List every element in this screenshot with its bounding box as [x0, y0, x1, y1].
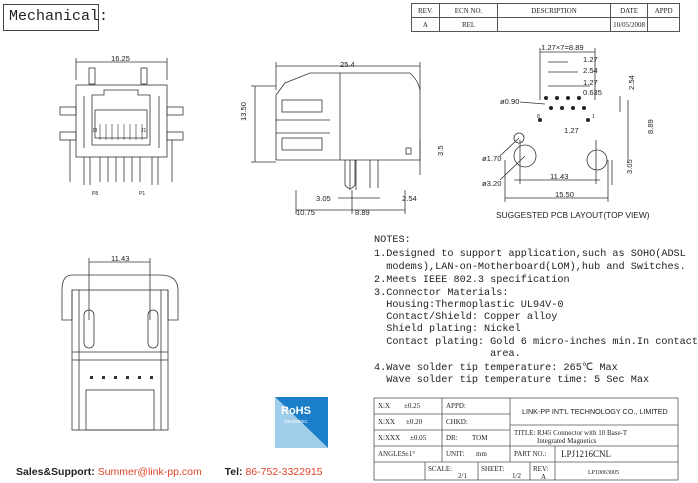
front-led-left-label: J8: [92, 128, 98, 134]
tol3-label: X:XXX: [378, 434, 401, 442]
pcb-pitch-total-label: 1.27×7=8.89: [541, 43, 584, 52]
angles-value: ±1°: [405, 450, 416, 458]
note-line-8: Contact plating: Gold 6 micro-inches min…: [374, 337, 698, 348]
front-view-drawing: [59, 58, 184, 185]
note-line-10: 4.Wave solder tip temperature: 265℃ Max: [374, 363, 618, 374]
rohs-logo-subtext: 2002/95/EC: [284, 419, 308, 424]
side-length-label: 25.4: [340, 60, 355, 69]
pcb-pin1-label: 1: [592, 114, 595, 120]
tel-label: Tel:: [224, 466, 243, 478]
rohs-logo-text: RoHS: [281, 405, 311, 417]
front-led-right-label: J1: [141, 128, 147, 134]
sheet-label: SHEET:: [481, 465, 505, 473]
front-pin-right-label: P1: [139, 191, 146, 197]
tol2-value: ±0.20: [406, 418, 423, 426]
pcb-hole-170-label: ø1.70: [482, 154, 502, 163]
bottom-width-label: 11.43: [111, 254, 130, 263]
notes-heading: NOTES:: [374, 235, 411, 246]
appd-header: APPD: [647, 3, 680, 18]
side-d1-label: 3.05: [316, 194, 331, 203]
side-d2-label: 2.54: [402, 194, 417, 203]
pcb-caption: SUGGESTED PCB LAYOUT(TOP VIEW): [496, 210, 650, 220]
ecn-cell: REL: [438, 17, 499, 32]
pcb-hole-090-label: ø0.90: [500, 97, 520, 106]
scale-value: 2/1: [458, 472, 467, 480]
note-line-5: Housing:Thermoplastic UL94V-0: [374, 300, 564, 311]
pcb-hole-320-label: ø3.20: [482, 179, 502, 188]
company-name: LINK-PP INT'L TECHNOLOGY CO., LIMITED: [522, 407, 668, 416]
pcb-d1143-label: 11.43: [550, 172, 569, 181]
sales-support-line: Sales&Support: Summer@link-pp.com Tel: 8…: [16, 466, 323, 478]
tol3-value: ±0.05: [410, 434, 427, 442]
doc-number: LP10063005: [588, 470, 620, 476]
tol1-value: ±0.25: [404, 402, 421, 410]
appd-label: APPD:: [446, 402, 466, 410]
scale-label: SCALE:: [428, 465, 453, 473]
side-standoff-label: 3.5: [436, 145, 445, 156]
pcb-d1550-label: 15.50: [555, 190, 575, 199]
pcb-d127c-label: 1.27: [564, 126, 579, 135]
date-cell: 10/05/2008: [609, 17, 649, 32]
sales-email-link[interactable]: Summer@link-pp.com: [97, 466, 202, 478]
chkd-label: CHKD:: [446, 418, 468, 426]
note-line-1: 1.Designed to support application,such a…: [374, 249, 686, 260]
rev-value: A: [541, 473, 547, 481]
pcb-d305v-label: 3.05: [625, 159, 634, 174]
side-height-label: 13.50: [239, 101, 248, 121]
note-line-9: area.: [374, 349, 521, 360]
pcb-d254-label: 2.54: [583, 66, 598, 75]
note-line-6: Contact/Shield: Copper alloy: [374, 312, 558, 323]
sales-label: Sales&Support:: [16, 466, 95, 478]
bottom-view-pins: [90, 376, 153, 379]
dr-label: DR:: [446, 434, 458, 442]
appd-cell: [647, 17, 680, 32]
unit-value: mm: [476, 450, 487, 458]
part-value: LPJ1216CNL: [561, 449, 612, 459]
sheet-value: 1/2: [512, 472, 521, 480]
part-label: PART NO.:: [514, 450, 547, 458]
tol2-label: X:XX: [378, 418, 396, 426]
note-line-11: Wave solder tip temperature time: 5 Sec …: [374, 375, 650, 386]
note-line-4: 3.Connector Materials:: [374, 288, 509, 299]
side-d3-label: 10.75: [296, 208, 316, 217]
pcb-d127a-label: 1.27: [583, 55, 598, 64]
bottom-view-drawing: [61, 258, 179, 431]
title-line-2: Integrated Magnetics: [537, 437, 597, 445]
side-view-drawing: [251, 62, 421, 214]
page-title: Mechanical:: [9, 8, 109, 25]
pcb-layout-drawing: [499, 48, 629, 202]
rohs-logo: [275, 397, 328, 448]
drawing-canvas: [59, 48, 679, 481]
pcb-d127b-label: 1.27: [583, 78, 598, 87]
revision-table: REV. ECN NO. DESCRIPTION DATE APPD A REL…: [411, 3, 680, 32]
front-pin-left-label: P8: [92, 191, 99, 197]
title-block-grid: [373, 397, 679, 481]
side-d4-label: 8.89: [355, 208, 370, 217]
revision-row: A REL 10/05/2008: [411, 17, 680, 32]
tel-value: 86-752-3322915: [245, 466, 323, 478]
tol1-label: X:X: [378, 402, 391, 410]
unit-label: UNIT:: [446, 450, 465, 458]
title-label: TITLE:: [514, 429, 536, 437]
note-line-2: modems),LAN-on-Motherboard(LOM),hub and …: [374, 262, 686, 273]
note-line-3: 2.Meets IEEE 802.3 specification: [374, 275, 570, 286]
title-line-1: RJ45 Connector with 10 Base-T: [537, 429, 628, 437]
angles-label: ANGLES: [378, 450, 406, 458]
front-width-label: 16.25: [111, 54, 131, 63]
note-line-7: Shield plating: Nickel: [374, 324, 521, 335]
rev-label: REV:: [533, 465, 549, 473]
pcb-holes: [538, 96, 590, 122]
dr-value: TOM: [472, 434, 488, 442]
pcb-d889v-label: 8.89: [646, 119, 655, 134]
pcb-pin8-label: 8: [537, 114, 540, 120]
title-box: [3, 4, 99, 31]
pcb-d254v-label: 2.54: [627, 75, 636, 90]
pcb-d0635-label: 0.635: [583, 88, 603, 97]
